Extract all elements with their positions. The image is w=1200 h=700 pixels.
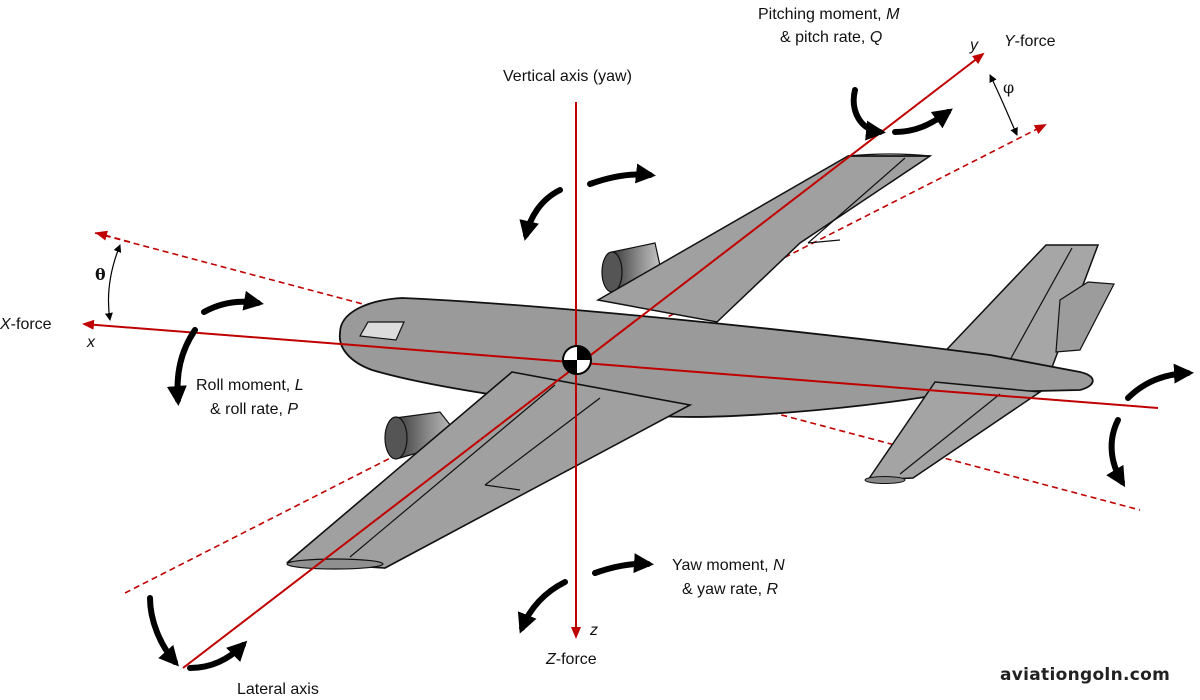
y-axis-label: y — [969, 37, 979, 54]
yaw-rate-label: & yaw rate, R — [682, 581, 778, 598]
curved-arrow-icon — [892, 108, 953, 135]
pitched-x-arrow — [95, 230, 131, 243]
curved-arrow-icon — [187, 640, 248, 671]
curved-arrow-icon — [1125, 363, 1194, 401]
pitching-moment-label: Pitching moment, M — [758, 6, 900, 23]
curved-arrow-icon — [850, 87, 886, 141]
curved-arrow-icon — [166, 327, 198, 406]
roll-moment-label: Roll moment, L — [196, 377, 304, 394]
watermark: aviationgoln.com — [1000, 665, 1170, 685]
theta-angle-arc — [104, 244, 122, 321]
phi-label: φ — [1003, 78, 1014, 97]
left-wing — [285, 371, 693, 570]
right-wing — [595, 153, 933, 323]
curved-arrow-icon — [592, 553, 654, 576]
center-of-gravity-icon — [562, 345, 592, 375]
z-axis-label: z — [589, 622, 598, 639]
rotation-arrows — [147, 87, 1194, 671]
y-force-label: Y-force — [1004, 33, 1056, 50]
curved-arrow-icon — [517, 579, 568, 634]
z-force-label: Z-force — [545, 651, 597, 668]
engine-lower — [384, 411, 464, 460]
curved-arrow-icon — [587, 163, 656, 187]
x-axis-line — [82, 319, 1159, 409]
cockpit-window — [359, 321, 405, 341]
roll-rate-label: & roll rate, P — [210, 401, 298, 418]
theta-label: θ — [95, 265, 106, 284]
vertical-stabilizer — [930, 244, 1115, 379]
curved-arrow-icon — [519, 187, 563, 241]
curved-arrow-icon — [201, 290, 264, 315]
banked-y-axis-line — [124, 124, 1047, 594]
curved-arrow-icon — [1106, 417, 1126, 488]
x-force-label: X-force — [0, 316, 52, 333]
pitch-rate-label: & pitch rate, Q — [780, 29, 882, 46]
horizontal-tail — [864, 381, 1043, 484]
curved-arrow-icon — [147, 595, 179, 667]
lateral-axis-label: Lateral axis — [237, 681, 319, 698]
yaw-moment-label: Yaw moment, N — [672, 557, 785, 574]
vertical-axis-label: Vertical axis (yaw) — [503, 68, 632, 85]
x-axis-label: x — [86, 334, 96, 351]
phi-angle-arc — [989, 74, 1018, 136]
